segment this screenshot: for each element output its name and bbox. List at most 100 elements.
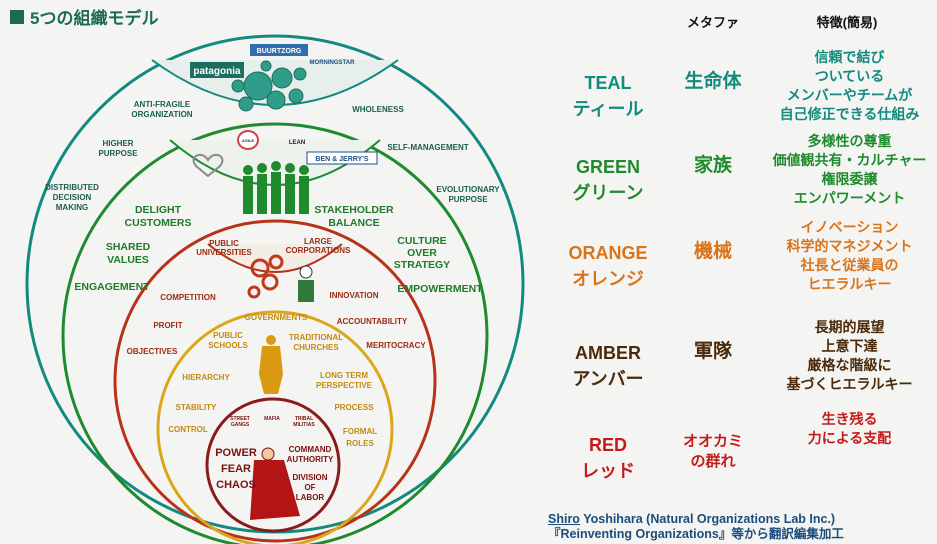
stage-name-en: AMBER — [575, 343, 641, 363]
red-ring — [205, 397, 341, 533]
metaphor-column-header: メタファ — [686, 15, 739, 30]
orange-ring — [113, 219, 437, 543]
feature-line: 基づくヒエラルキー — [786, 376, 913, 392]
team-people-icon — [243, 161, 309, 214]
feature-line: エンパワーメント — [793, 190, 906, 206]
teal-label: PURPOSE — [448, 195, 488, 204]
stage-features-green: 多様性の尊重価値観共有・カルチャー権限委譲エンパワーメント — [762, 132, 937, 208]
page-title: 5つの組織モデル — [30, 9, 159, 28]
patagonia-logo — [190, 62, 244, 78]
feature-line: ヒエラルキー — [807, 276, 892, 292]
red-label: CHAOS — [216, 479, 256, 491]
amber-label: CHURCHES — [293, 343, 339, 352]
teal-label: ORGANIZATION — [131, 110, 192, 119]
red-label: MAFIA — [264, 416, 280, 422]
stage-name-en: GREEN — [575, 157, 640, 177]
ben-jerrys-logo-text: BEN & JERRY'S — [315, 156, 368, 163]
stage-name-ja: グリーン — [572, 183, 644, 203]
feature-line: 価値観共有・カルチャー — [772, 152, 927, 168]
stage-metaphor-red: オオカミの群れ — [658, 432, 768, 472]
feature-line: 科学的マネジメント — [786, 238, 913, 254]
stage-row-green: GREEN グリーン 家族 多様性の尊重価値観共有・カルチャー権限委譲エンパワーメント — [540, 133, 937, 230]
teal-label: HIGHER — [102, 139, 133, 148]
feature-line: ついている — [814, 68, 885, 84]
green-label: STRATEGY — [394, 259, 450, 271]
agile-logo-text: AGILE — [242, 138, 255, 143]
amber-label: FORMAL — [343, 427, 377, 436]
feature-line: 力による支配 — [807, 430, 892, 446]
lean-logo-text: LEAN — [289, 140, 305, 146]
red-label: POWER — [215, 447, 257, 459]
red-label: STREET — [230, 416, 250, 422]
title-square-icon — [10, 9, 24, 24]
stage-name-ja: オレンジ — [572, 269, 644, 289]
orange-label: ACCOUNTABILITY — [337, 317, 408, 326]
teal-label: DECISION — [53, 193, 92, 202]
green-ring — [61, 122, 489, 544]
teal-label: EVOLUTIONARY — [436, 185, 500, 194]
buurtzorg-logo-text: BUURTZORG — [257, 48, 302, 55]
stage-name-en: TEAL — [584, 73, 632, 93]
red-label: FEAR — [221, 463, 251, 475]
businessman-icon — [298, 265, 314, 302]
amber-ring — [156, 310, 394, 544]
ben-jerrys-logo — [306, 151, 378, 165]
stage-name-ja: レッド — [581, 461, 635, 481]
gears-icon — [247, 254, 284, 299]
feature-line: 厳格な階級に — [807, 357, 892, 373]
green-label: SHARED — [106, 241, 151, 253]
red-label: TRIBAL — [295, 416, 313, 422]
metaphor-line: 家族 — [693, 155, 732, 176]
orange-label: CORPORATIONS — [286, 246, 351, 255]
amber-label: PERSPECTIVE — [316, 381, 373, 390]
stage-name-green: GREEN グリーン — [548, 154, 668, 206]
stage-name-ja: ティール — [572, 99, 644, 119]
teal-label: SELF-MANAGEMENT — [387, 143, 468, 152]
stage-name-en: ORANGE — [568, 243, 648, 263]
green-label: EMPOWERMENT — [397, 283, 483, 295]
feature-line: 社長と従業員の — [800, 257, 899, 273]
amber-label: HIERARCHY — [182, 373, 230, 382]
feature-line: 多様性の尊重 — [807, 133, 892, 149]
teal-label: MAKING — [56, 203, 88, 212]
stage-name-amber: AMBER アンバー — [548, 340, 668, 392]
stage-metaphor-teal: 生命体 — [658, 70, 768, 94]
stage-name-ja: アンバー — [572, 369, 644, 389]
green-label: BALANCE — [328, 217, 379, 229]
credit-source: 『Reinventing Organizations』等から翻訳編集加工 — [548, 527, 844, 541]
stage-features-red: 生き残る力による支配 — [762, 410, 937, 448]
orange-label: MERITOCRACY — [366, 341, 426, 350]
stage-metaphor-green: 家族 — [658, 154, 768, 178]
amber-label: PUBLIC — [213, 331, 243, 340]
feature-line: 権限委譲 — [821, 171, 878, 187]
orange-label: PROFIT — [153, 321, 182, 330]
organization-models-diagram: patagonia BUURTZORG MORNINGSTAR AGILE LE… — [25, 34, 525, 544]
metaphor-line: 機械 — [693, 241, 732, 262]
patagonia-logo-text: patagonia — [193, 66, 241, 77]
amber-label: PROCESS — [334, 403, 374, 412]
features-column-header: 特徴(簡易) — [816, 15, 878, 30]
orange-label: PUBLIC — [209, 239, 239, 248]
teal-bubbles — [231, 60, 307, 112]
feature-line: 生き残る — [821, 411, 878, 427]
metaphor-line: 軍隊 — [693, 341, 732, 362]
heart-icon — [192, 153, 224, 178]
green-label: VALUES — [107, 254, 149, 266]
metaphor-line: オオカミ — [682, 433, 743, 450]
red-label: COMMAND — [289, 445, 332, 454]
orange-label: COMPETITION — [160, 293, 216, 302]
credit-author-first: Shiro — [548, 512, 580, 526]
orange-logo-arc — [207, 243, 343, 273]
green-label: CUSTOMERS — [125, 217, 192, 229]
page-header: 5つの組織モデル — [10, 4, 158, 29]
wolf-leader-icon — [250, 447, 300, 520]
orange-label: LARGE — [304, 237, 333, 246]
amber-label: TRADITIONAL — [289, 333, 343, 342]
teal-label: ANTI-FRAGILE — [134, 100, 191, 109]
teal-label: PURPOSE — [98, 149, 138, 158]
morningstar-logo-text: MORNINGSTAR — [310, 60, 356, 66]
